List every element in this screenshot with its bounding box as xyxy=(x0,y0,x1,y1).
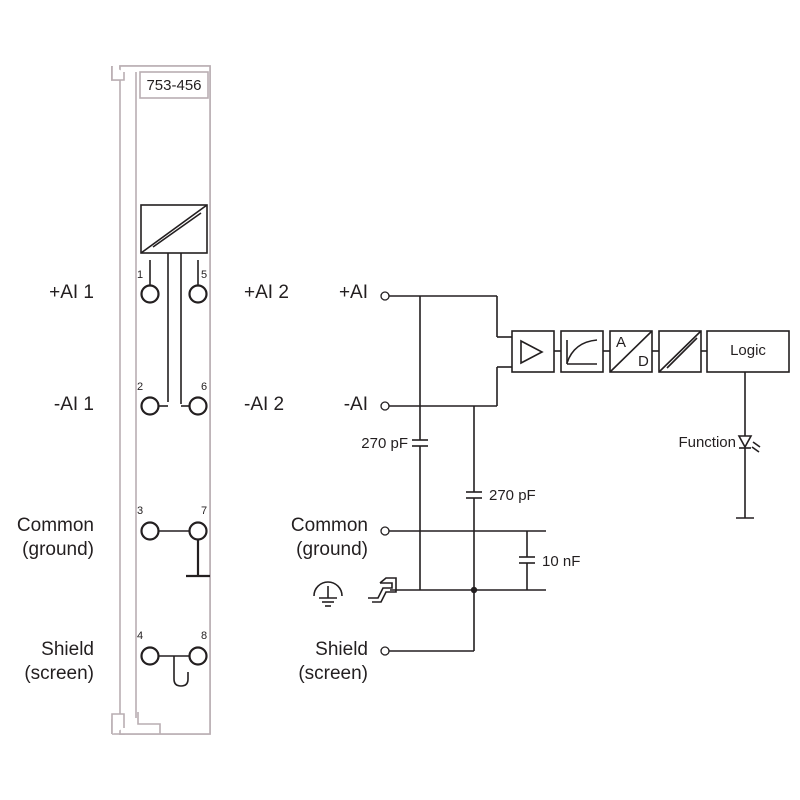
circuit-terminal-shield xyxy=(380,646,390,656)
label-ai1-pos: +AI 1 xyxy=(49,282,94,303)
terminal-number-4: 4 xyxy=(137,630,143,642)
terminal-number-8: 8 xyxy=(201,630,207,642)
label-screen: (screen) xyxy=(24,663,94,684)
circuit-label-shield: Shield xyxy=(315,639,368,660)
terminal-number-7: 7 xyxy=(201,505,207,517)
terminal-number-3: 3 xyxy=(137,505,143,517)
label-ai2-neg: -AI 2 xyxy=(244,394,284,415)
capacitor-label-1: 270 pF xyxy=(361,435,408,452)
label-ground: (ground) xyxy=(22,539,94,560)
label-ai2-pos: +AI 2 xyxy=(244,282,289,303)
circuit-wiring xyxy=(389,295,546,652)
circuit-terminal-common xyxy=(380,526,390,536)
terminal-3 xyxy=(140,521,160,541)
circuit-label-common: Common xyxy=(291,515,368,536)
terminals xyxy=(140,260,210,687)
led-icon xyxy=(736,372,761,519)
din-rail-icon xyxy=(368,577,397,603)
label-common: Common xyxy=(17,515,94,536)
terminal-number-6: 6 xyxy=(201,381,207,393)
circuit-label-ai-pos: +AI xyxy=(339,282,368,303)
terminal-7 xyxy=(188,521,208,541)
terminal-number-1: 1 xyxy=(137,269,143,281)
terminal-number-2: 2 xyxy=(137,381,143,393)
adc-block: A D xyxy=(609,330,653,373)
converter-block xyxy=(140,204,208,404)
capacitor-label-2: 270 pF xyxy=(489,487,536,504)
terminal-4 xyxy=(140,646,160,666)
label-shield: Shield xyxy=(41,639,94,660)
terminal-8 xyxy=(188,646,208,666)
isolation-block xyxy=(658,330,702,373)
filter-block xyxy=(560,330,604,373)
circuit-label-ai-neg: -AI xyxy=(344,394,368,415)
ground-icon xyxy=(313,581,343,607)
capacitor-label-3: 10 nF xyxy=(542,553,580,570)
terminal-1 xyxy=(140,284,160,304)
circuit-label-screen: (screen) xyxy=(298,663,368,684)
circuit-terminal-ai-neg xyxy=(380,401,390,411)
part-number-label: 753-456 xyxy=(139,71,209,99)
logic-label: Logic xyxy=(730,342,766,359)
terminal-5 xyxy=(188,284,208,304)
circuit-label-ground: (ground) xyxy=(296,539,368,560)
junction-dot xyxy=(470,586,478,594)
label-ai1-neg: -AI 1 xyxy=(54,394,94,415)
terminal-6 xyxy=(188,396,208,416)
function-label: Function xyxy=(678,434,736,451)
terminal-number-5: 5 xyxy=(201,269,207,281)
terminal-2 xyxy=(140,396,160,416)
logic-block: Logic xyxy=(706,330,790,373)
part-number: 753-456 xyxy=(146,77,201,94)
adc-label-d: D xyxy=(638,353,649,370)
amplifier-block xyxy=(511,330,555,373)
adc-label-a: A xyxy=(616,334,626,351)
circuit-terminal-ai-pos xyxy=(380,291,390,301)
